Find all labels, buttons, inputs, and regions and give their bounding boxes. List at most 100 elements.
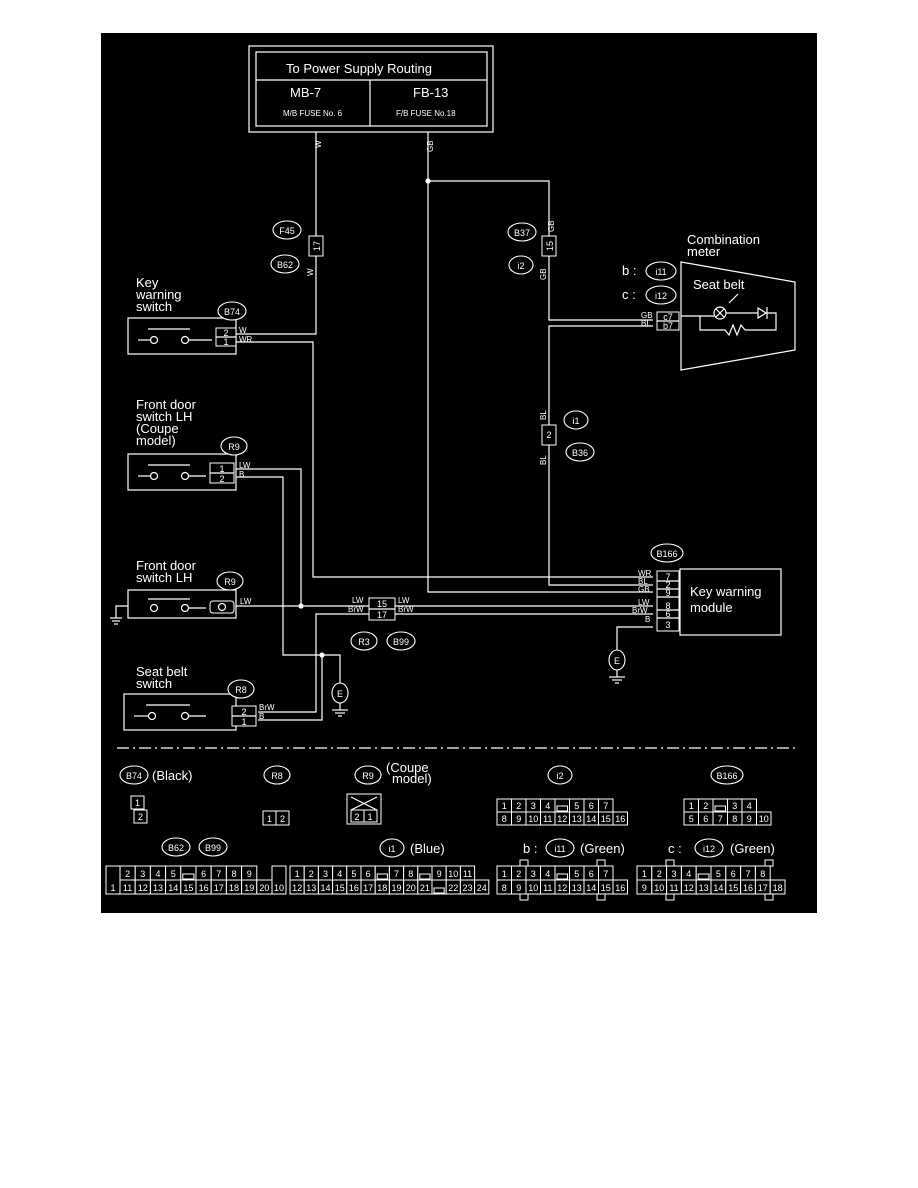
pin-number: 8 [231, 869, 236, 879]
svg-text:GB: GB [638, 585, 650, 594]
svg-text:c :: c : [668, 841, 682, 856]
svg-text:LW: LW [239, 461, 251, 470]
pin-number: 7 [718, 814, 723, 824]
pin-number: 1 [135, 798, 140, 808]
pin-number: 17 [363, 883, 373, 893]
pin-number: 4 [686, 869, 691, 879]
pin-number: 8 [502, 814, 507, 824]
svg-text:1: 1 [219, 464, 224, 474]
svg-text:15: 15 [545, 241, 555, 251]
svg-text:17: 17 [377, 610, 387, 620]
svg-text:b :: b : [622, 263, 636, 278]
pin-number: 9 [516, 883, 521, 893]
svg-text:meter: meter [687, 244, 721, 259]
pin-number: 6 [703, 814, 708, 824]
svg-text:B74: B74 [224, 307, 240, 317]
pin-number: 10 [274, 883, 284, 893]
pin-number: 6 [366, 869, 371, 879]
pin-number: 13 [699, 883, 709, 893]
svg-text:F45: F45 [279, 226, 295, 236]
pin-number: 7 [603, 801, 608, 811]
svg-text:LW: LW [352, 596, 364, 605]
svg-text:(Green): (Green) [730, 841, 775, 856]
svg-text:Combination: Combination [687, 232, 760, 247]
svg-text:E: E [337, 689, 343, 699]
pin-cell [275, 810, 290, 826]
svg-text:GB: GB [539, 268, 548, 280]
pin-number: 1 [110, 883, 115, 893]
f45-b62-connector: 17 [308, 235, 324, 257]
svg-text:i2: i2 [517, 261, 524, 271]
svg-text:GB: GB [641, 311, 653, 320]
svg-text:B: B [645, 615, 650, 624]
pin-number: 17 [214, 883, 224, 893]
pin-number: 11 [543, 814, 552, 824]
svg-text:BL: BL [539, 410, 548, 420]
pin-number: 19 [391, 883, 401, 893]
pin-number: 10 [448, 869, 458, 879]
svg-text:i12: i12 [655, 291, 667, 301]
b37-i2-connector: 15 [541, 235, 557, 257]
r3-b99-connector: 15 17 [368, 597, 396, 621]
svg-text:i11: i11 [655, 267, 666, 277]
pin-number: 10 [528, 883, 538, 893]
power-supply-box: To Power Supply Routing MB-7 M/B FUSE No… [248, 45, 494, 133]
svg-text:2: 2 [546, 430, 551, 440]
pin-number: 1 [689, 801, 694, 811]
pin-number: 20 [406, 883, 416, 893]
svg-text:(Green): (Green) [580, 841, 625, 856]
svg-text:switch: switch [136, 676, 172, 691]
pin-number: 1 [267, 814, 272, 824]
pin-number: 1 [502, 801, 507, 811]
wires [115, 132, 653, 721]
svg-text:R9: R9 [362, 771, 374, 781]
pin-cell [271, 865, 287, 895]
pin-number: 2 [138, 812, 143, 822]
svg-text:8: 8 [665, 601, 670, 611]
pin-number: 3 [531, 869, 536, 879]
pin-number: 3 [140, 869, 145, 879]
pin-number: 11 [463, 869, 472, 879]
svg-text:2: 2 [219, 474, 224, 484]
svg-text:WR: WR [239, 335, 253, 344]
pin-number: 6 [589, 801, 594, 811]
svg-text:E: E [614, 656, 620, 666]
svg-text:B62: B62 [277, 260, 293, 270]
pin-number: 5 [171, 869, 176, 879]
pin-number: 15 [728, 883, 738, 893]
pin-number: 9 [642, 883, 647, 893]
pin-number: 19 [244, 883, 254, 893]
pin-number: 12 [292, 883, 302, 893]
pin-number: 7 [216, 869, 221, 879]
pin-number: 12 [684, 883, 694, 893]
pin-number: 16 [615, 883, 625, 893]
svg-text:BL: BL [638, 577, 648, 586]
svg-text:(Coupe: (Coupe [386, 760, 429, 775]
svg-text:LW: LW [240, 597, 252, 606]
svg-text:R8: R8 [271, 771, 283, 781]
connector-refs: F45 B62 B37 i2 B74 R9 R9 R3 B99 R8 i1 B3… [216, 220, 684, 699]
pin-number: 12 [557, 883, 567, 893]
pin-number: 13 [153, 883, 163, 893]
svg-text:1: 1 [367, 812, 372, 822]
svg-text:b7: b7 [663, 321, 673, 331]
pin-number: 18 [377, 883, 387, 893]
svg-text:LW: LW [398, 596, 410, 605]
svg-text:R8: R8 [235, 685, 247, 695]
svg-text:2: 2 [354, 812, 359, 822]
pin-cell [769, 879, 786, 895]
svg-text:BrW: BrW [398, 605, 414, 614]
front-door-switch-coupe: Front door switch LH (Coupe model) 1 2 [127, 397, 237, 491]
svg-text:BL: BL [539, 455, 548, 465]
svg-text:1: 1 [241, 717, 246, 727]
pin-number: 5 [716, 869, 721, 879]
svg-text:switch LH: switch LH [136, 409, 192, 424]
ground-symbols: E E [110, 617, 626, 717]
key-warning-switch: Key warning switch 2 1 [127, 275, 237, 355]
svg-text:Key warning: Key warning [690, 584, 762, 599]
combination-meter: Combination meter Seat belt c7 b7 [656, 232, 796, 371]
pin-number: 6 [731, 869, 736, 879]
